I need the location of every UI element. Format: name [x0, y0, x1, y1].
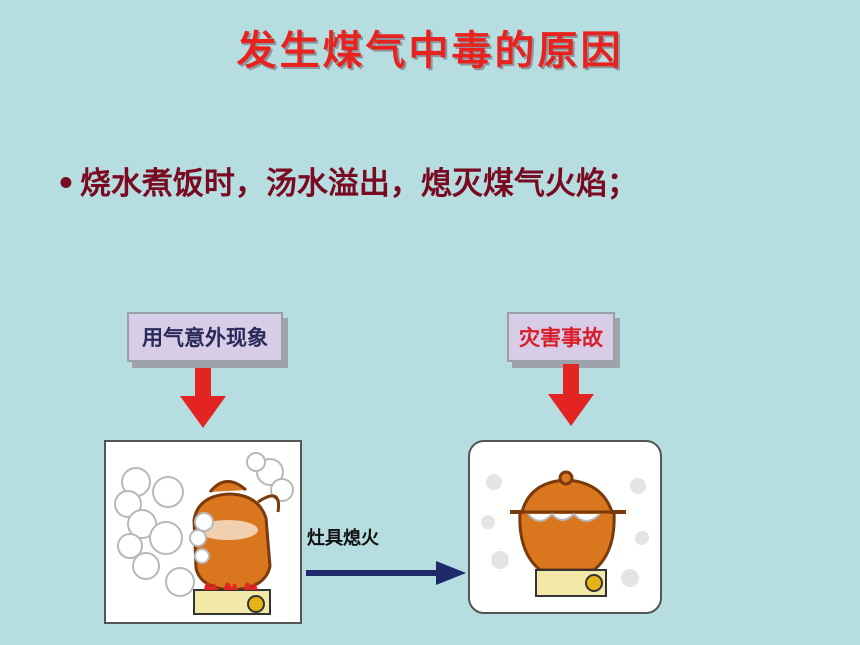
right-arrow-icon [306, 561, 466, 585]
extinguished-stove-illustration [468, 440, 662, 614]
bullet-marker: • [56, 166, 76, 202]
down-arrow-icon [180, 368, 226, 428]
down-arrow-icon [548, 364, 594, 426]
bullet-point: •烧水煮饭时，汤水溢出，熄灭煤气火焰； [56, 158, 638, 203]
extinguished-stove-icon [481, 470, 649, 597]
bullet-text: 烧水煮饭时，汤水溢出，熄灭煤气火焰； [79, 166, 638, 202]
label-disaster: 灾害事故 [507, 312, 615, 362]
label-accident-phenomenon: 用气意外现象 [127, 312, 283, 362]
slide-title: 发生煤气中毒的原因 [236, 28, 624, 74]
boiling-over-illustration [104, 440, 302, 624]
boiling-pot-icon [114, 452, 294, 615]
connector-label: 灶具熄火 [307, 528, 379, 549]
